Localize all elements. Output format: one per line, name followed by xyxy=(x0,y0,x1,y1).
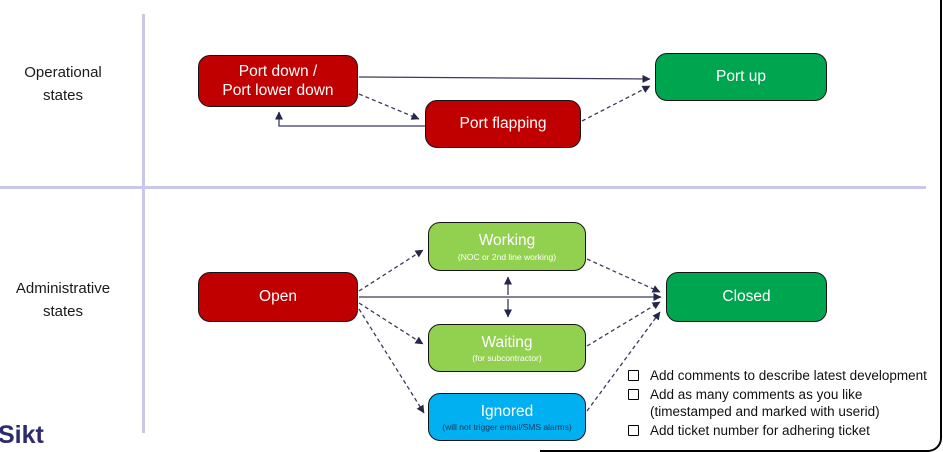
node-port-flapping: Port flapping xyxy=(425,100,581,148)
operational-states-label: Operational states xyxy=(24,64,102,105)
edge-portdown-portflapping xyxy=(358,93,420,120)
node-port-up-label: Port up xyxy=(716,68,766,86)
list-item: Add as many comments as you like (timest… xyxy=(628,386,933,421)
node-ignored: Ignored (will not trigger email/SMS alar… xyxy=(428,393,586,441)
node-port-down-label: Port down / Port lower down xyxy=(222,62,334,99)
node-working-label: Working xyxy=(478,232,536,250)
edge-waiting-closed xyxy=(586,301,661,347)
edge-portdown-portup xyxy=(358,74,651,83)
node-port-down: Port down / Port lower down xyxy=(198,55,358,107)
administrative-states-label: Administrative states xyxy=(15,280,111,321)
node-working-sublabel: (NOC or 2nd line working) xyxy=(457,251,557,262)
edge-portflapping-portup xyxy=(581,85,651,122)
edge-open-working xyxy=(358,249,424,292)
note-text: Add comments to describe latest developm… xyxy=(650,368,927,383)
notes-list: Add comments to describe latest developm… xyxy=(628,367,933,440)
list-item: Add ticket number for adhering ticket xyxy=(628,422,933,440)
list-item: Add comments to describe latest developm… xyxy=(628,367,933,385)
node-closed-label: Closed xyxy=(722,288,771,306)
horizontal-divider-line xyxy=(0,186,926,189)
edge-open-ignored xyxy=(358,308,425,414)
node-waiting-label: Waiting xyxy=(481,333,533,351)
node-open: Open xyxy=(198,272,358,322)
edge-working-closed xyxy=(586,258,661,293)
node-waiting: Waiting (for subcontractor) xyxy=(428,324,586,372)
edge-open-waiting xyxy=(358,302,424,345)
note-text: Add ticket number for adhering ticket xyxy=(650,422,870,438)
checkbox-square-icon xyxy=(628,388,639,400)
node-port-up: Port up xyxy=(655,53,827,101)
node-working: Working (NOC or 2nd line working) xyxy=(428,222,586,271)
checkbox-square-icon xyxy=(628,370,639,381)
edge-portflapping-portdown xyxy=(275,111,425,127)
node-ignored-sublabel: (will not trigger email/SMS alarms) xyxy=(442,422,572,433)
node-closed: Closed xyxy=(666,272,827,322)
vertical-divider-line xyxy=(142,14,145,433)
node-port-flapping-label: Port flapping xyxy=(459,115,547,133)
sikt-logo: Sikt xyxy=(0,421,44,449)
node-ignored-label: Ignored xyxy=(480,402,534,420)
checkbox-square-icon xyxy=(628,424,639,436)
node-open-label: Open xyxy=(259,288,297,306)
note-text: Add as many comments as you like (timest… xyxy=(650,386,880,420)
node-waiting-sublabel: (for subcontractor) xyxy=(472,353,542,364)
